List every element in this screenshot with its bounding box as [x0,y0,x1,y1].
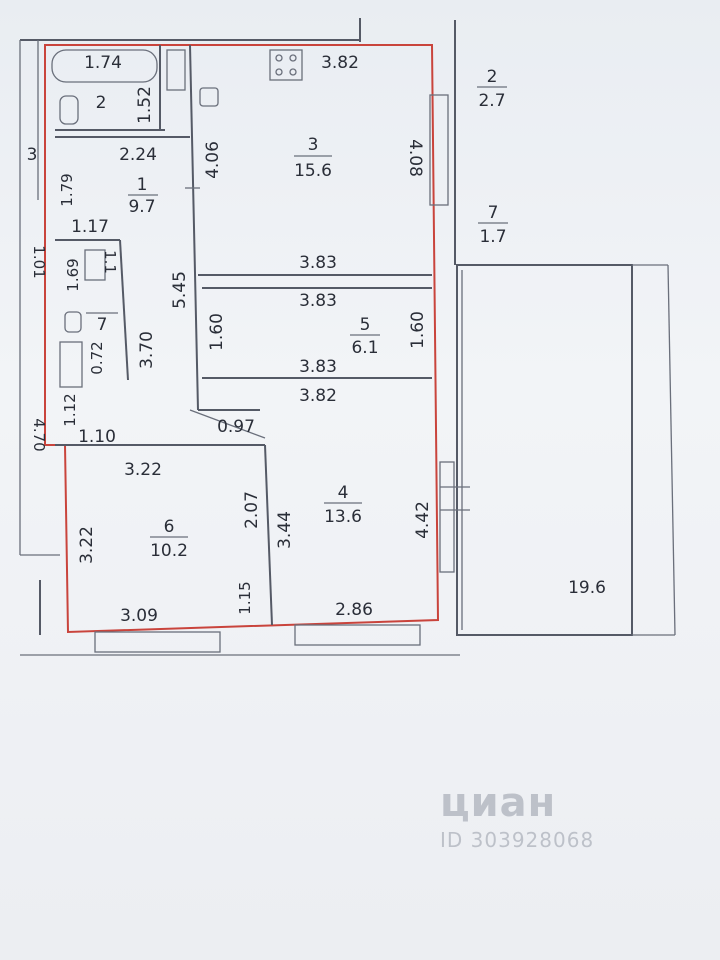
room-4-number: 4 [338,483,349,503]
watermark: циан ID 303928068 [440,780,594,852]
toilet-icon-2 [64,311,82,333]
washbasin-icon [59,341,83,388]
room-7-small-number: 7 [97,315,108,335]
dim-label: 1.69 [64,258,82,291]
room-2-outer-area: 2.7 [478,91,505,111]
fixtures [51,49,303,388]
stove-icon [269,49,303,81]
room-7-area: 1.7 [479,227,506,247]
room-1-area: 9.7 [128,197,155,217]
room-6-number: 6 [164,517,175,537]
room-6-area: 10.2 [150,541,188,561]
dim-label: 3.09 [120,606,158,626]
dim-label: 1.79 [58,173,76,206]
room-3-number: 3 [308,135,319,155]
room-3-side-number: 3 [27,145,38,165]
dim-label: 3.82 [299,386,337,406]
dim-label: 1.10 [78,427,116,447]
dim-label: 2.07 [242,491,262,529]
room-4-area: 13.6 [324,507,362,527]
dim-label: 2.86 [335,600,373,620]
dimension-labels: 1.74 1.52 2.24 1.79 1.17 1.69 1.1 3.70 0… [30,53,433,626]
dim-label: 3.70 [137,331,157,369]
dim-label: 1.01 [30,245,48,278]
dim-label: 4.42 [413,501,433,539]
dim-label: 1.12 [61,393,79,426]
room-7-number: 7 [488,203,499,223]
bathtub-icon [51,49,158,83]
balcony-area: 19.6 [568,578,606,598]
dim-label: 1.60 [408,311,428,349]
balcony [456,264,676,636]
dim-label: 0.72 [88,341,106,374]
dim-label: 3.82 [321,53,359,73]
dim-label: 1.74 [84,53,122,73]
dim-label: 3.83 [299,253,337,273]
interior-walls [55,44,432,626]
room-2-number: 2 [96,93,107,113]
dim-label: 1.15 [236,581,254,614]
dim-label: 1.52 [135,86,155,124]
toilet-icon [59,95,79,125]
dim-label: 5.45 [170,271,190,309]
dim-label: 1.17 [71,217,109,237]
room-3-area: 15.6 [294,161,332,181]
dim-label: 3.83 [299,291,337,311]
windows [94,94,470,653]
watermark-logo: циан [440,780,557,826]
dim-label: 2.24 [119,145,157,165]
dim-label: 4.08 [405,139,425,177]
room-5-number: 5 [360,315,371,335]
building-walls [19,18,460,656]
dim-label: 3.22 [77,526,97,564]
room-1-number: 1 [137,175,148,195]
dim-label: 3.44 [275,511,295,549]
dim-label: 1.60 [207,313,227,351]
apartment-outline [44,44,440,634]
dim-label: 4.06 [203,141,223,179]
sink-icon-2 [199,87,219,107]
dim-label: 4.70 [30,418,48,451]
sink-icon [166,49,186,91]
watermark-id: ID 303928068 [440,828,595,852]
dim-label: 1.1 [101,250,119,274]
room-labels: 1 9.7 2 3 15.6 4 13.6 5 6.1 6 10.2 7 1.7… [27,67,606,598]
room-2-outer-number: 2 [487,67,498,87]
room-5-area: 6.1 [351,338,378,358]
shower-icon [84,249,106,281]
dim-label: 0.97 [217,417,255,437]
dim-label: 3.83 [299,357,337,377]
dim-label: 3.22 [124,460,162,480]
